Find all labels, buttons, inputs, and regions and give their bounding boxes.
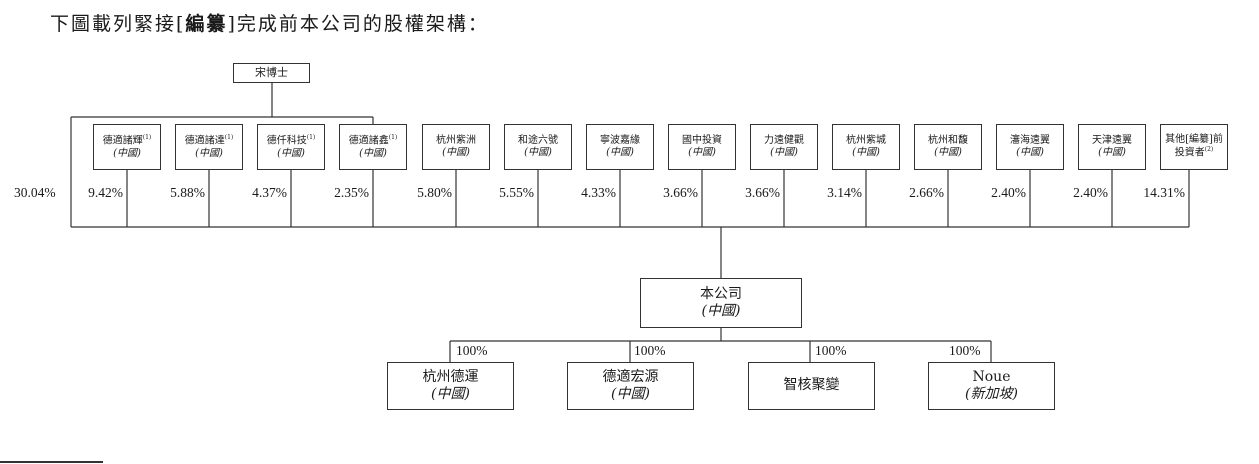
subsidiary-name: Noue	[972, 368, 1011, 385]
shareholder-name: 瀋海遠翼	[1010, 134, 1050, 146]
shareholder-name: 和途六號	[518, 134, 558, 146]
shareholder-note: (1)	[388, 133, 398, 141]
shareholder-name: 國中投資	[682, 134, 722, 146]
shareholder-box: 德適諸鑫(1) (中國)	[339, 124, 407, 170]
shareholder-name: 德適諸鑫	[348, 135, 389, 147]
company-name: 本公司	[700, 285, 742, 302]
subsidiary-percentage: 100%	[815, 343, 847, 358]
subsidiary-percentage: 100%	[949, 343, 981, 358]
subsidiary-box: 杭州德運 (中國)	[387, 362, 514, 410]
subsidiary-percentage: 100%	[634, 343, 666, 358]
shareholder-percentage: 2.66%	[909, 185, 944, 200]
shareholder-box: 天津遠翼 (中國)	[1078, 124, 1146, 170]
shareholder-name: 其他[編纂]前	[1165, 133, 1223, 145]
shareholder-name: 杭州紫城	[846, 134, 886, 146]
shareholder-percentage: 3.66%	[745, 185, 780, 200]
shareholder-box: 力遠健觀 (中國)	[750, 124, 818, 170]
shareholder-place: (中國)	[442, 147, 470, 158]
subsidiary-name: 杭州德運	[422, 368, 479, 385]
subsidiary-name: 智核聚變	[783, 377, 840, 394]
shareholder-percentage: 9.42%	[88, 185, 123, 200]
shareholder-percentage: 2.40%	[1073, 185, 1108, 200]
subsidiary-place: (新加坡)	[965, 386, 1018, 402]
shareholder-box: 寧波嘉緣 (中國)	[586, 124, 654, 170]
shareholder-note: (1)	[306, 133, 316, 141]
subsidiary-place: (中國)	[611, 386, 650, 402]
shareholder-percentage: 3.66%	[663, 185, 698, 200]
shareholder-percentage: 5.55%	[499, 185, 534, 200]
shareholder-place: (中國)	[195, 147, 223, 159]
footnote-rule	[0, 461, 103, 463]
shareholder-box: 和途六號 (中國)	[504, 124, 572, 170]
founder-name: 宋博士	[255, 66, 288, 80]
shareholder-place: (中國)	[1016, 147, 1044, 158]
shareholder-name: 德適諸輝	[102, 135, 143, 147]
shareholder-note: (2)	[1204, 146, 1214, 154]
shareholder-percentage: 5.88%	[170, 185, 205, 200]
heading-bold: 編纂	[185, 13, 228, 35]
shareholder-place: (中國)	[524, 147, 552, 158]
shareholder-box: 杭州紫城 (中國)	[832, 124, 900, 170]
shareholder-place: (中國)	[688, 147, 716, 158]
shareholder-place: (中國)	[359, 147, 387, 159]
shareholder-place: (中國)	[852, 147, 880, 158]
shareholder-box: 國中投資 (中國)	[668, 124, 736, 170]
company-place: (中國)	[701, 303, 741, 319]
shareholder-name: 德適諸達	[184, 135, 225, 147]
shareholder-note: (1)	[142, 133, 152, 141]
shareholder-name: 杭州紫洲	[436, 134, 476, 146]
founder-percentage: 30.04%	[14, 185, 56, 200]
subsidiary-percentage: 100%	[456, 343, 488, 358]
shareholder-percentage: 2.40%	[991, 185, 1026, 200]
shareholder-name: 杭州和馥	[928, 134, 968, 146]
shareholder-percentage: 5.80%	[417, 185, 452, 200]
shareholder-name: 德仟科技	[266, 135, 307, 147]
shareholder-name: 力遠健觀	[764, 134, 804, 146]
shareholder-name: 天津遠翼	[1092, 134, 1132, 146]
heading-prefix: 下圖載列緊接[	[50, 13, 186, 35]
shareholder-place: (中國)	[277, 147, 305, 159]
shareholder-percentage: 3.14%	[827, 185, 862, 200]
founder-box: 宋博士	[233, 63, 310, 83]
shareholder-box: 瀋海遠翼 (中國)	[996, 124, 1064, 170]
shareholder-percentage: 4.37%	[252, 185, 287, 200]
shareholder-note: (1)	[224, 133, 234, 141]
diagram-heading: 下圖載列緊接[編纂]完成前本公司的股權架構：	[50, 9, 489, 36]
shareholder-place: (中國)	[113, 147, 141, 159]
subsidiary-box: Noue (新加坡)	[928, 362, 1055, 410]
shareholder-box: 杭州和馥 (中國)	[914, 124, 982, 170]
shareholder-box: 杭州紫洲 (中國)	[422, 124, 490, 170]
shareholder-percentage: 14.31%	[1143, 185, 1185, 200]
shareholder-box: 德仟科技(1) (中國)	[257, 124, 325, 170]
shareholder-place: (中國)	[934, 147, 962, 158]
shareholder-percentage: 4.33%	[581, 185, 616, 200]
shareholder-box: 德適諸達(1) (中國)	[175, 124, 243, 170]
shareholder-box: 德適諸輝(1) (中國)	[93, 124, 161, 170]
subsidiary-box: 智核聚變	[748, 362, 875, 410]
subsidiary-place: (中國)	[431, 386, 470, 402]
shareholder-name-line2: 投資者	[1174, 147, 1205, 159]
company-box: 本公司 (中國)	[640, 278, 802, 328]
shareholder-place: (中國)	[1098, 147, 1126, 158]
subsidiary-box: 德適宏源 (中國)	[567, 362, 694, 410]
shareholder-name: 寧波嘉緣	[600, 134, 640, 146]
shareholder-box: 其他[編纂]前 投資者(2)	[1160, 124, 1228, 170]
subsidiary-name: 德適宏源	[602, 368, 659, 385]
shareholder-place: (中國)	[606, 147, 634, 158]
shareholder-percentage: 2.35%	[334, 185, 369, 200]
shareholder-place: (中國)	[770, 147, 798, 158]
heading-suffix: ]完成前本公司的股權架構：	[227, 13, 489, 35]
